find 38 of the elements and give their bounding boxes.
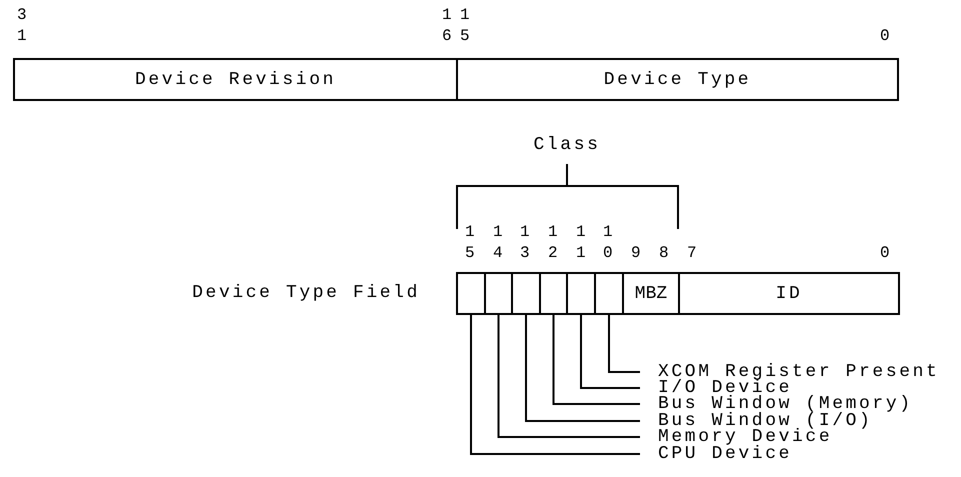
field-label: Class: [534, 136, 600, 154]
leader-line: [525, 315, 640, 422]
register-field: ID: [678, 272, 900, 315]
bit-number: 12: [548, 222, 558, 264]
leader-line: [580, 315, 640, 389]
bit-number: 11: [576, 222, 586, 264]
leader-line: [608, 315, 640, 373]
bit-number: 0: [880, 26, 890, 47]
bit-number: 14: [493, 222, 503, 264]
bit-description: XCOM Register Present: [640, 364, 940, 380]
bit-description: Bus Window (I/O): [640, 412, 872, 430]
register-field: MBZ: [622, 272, 680, 315]
bit-cell: [456, 272, 486, 315]
bit-number: 0: [880, 243, 890, 264]
bit-number: 7: [687, 243, 697, 264]
bit-cell: [594, 272, 624, 315]
bit-cell: [484, 272, 513, 315]
leader-line: [552, 315, 640, 405]
bit-number: 8: [659, 243, 669, 264]
bit-cell: [511, 272, 541, 315]
leader-line: [470, 315, 640, 455]
bit-number: 9: [631, 243, 641, 264]
bit-cell: [539, 272, 568, 315]
field-label: Device Type Field: [192, 284, 420, 302]
bit-number: 10: [603, 222, 613, 264]
bit-number: 15: [460, 5, 470, 47]
bit-number: 31: [17, 5, 27, 47]
register-field: Device Revision: [13, 58, 458, 101]
bit-number: 15: [465, 222, 475, 264]
bit-description: Bus Window (Memory): [640, 396, 913, 412]
bit-description: Memory Device: [640, 428, 832, 446]
bit-number: 13: [520, 222, 530, 264]
leader-line: [498, 315, 640, 438]
bit-description: I/O Device: [640, 380, 792, 396]
register-field: Device Type: [456, 58, 899, 101]
bit-cell: [566, 272, 596, 315]
bit-number: 16: [442, 5, 452, 47]
bit-description: CPU Device: [640, 446, 792, 462]
